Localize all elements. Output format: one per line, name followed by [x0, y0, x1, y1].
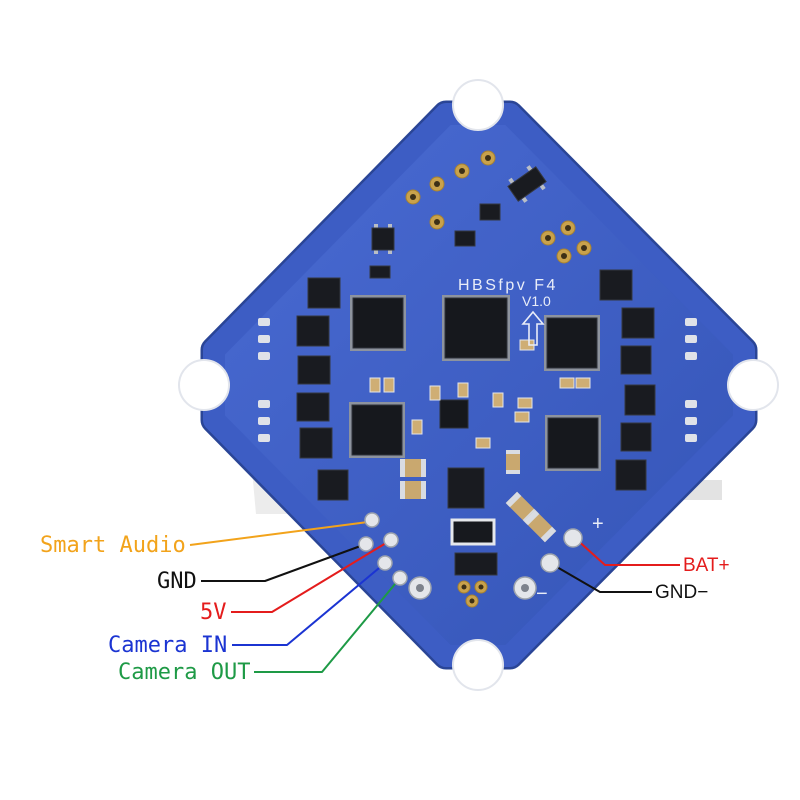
transistor [479, 203, 501, 221]
smart-audio-pad [364, 512, 380, 528]
camera-out-pad [392, 570, 408, 586]
mosfets-right [599, 269, 656, 491]
mosfets-left [296, 277, 349, 501]
label-5v: 5V [200, 600, 227, 625]
pinout-lines [189, 521, 680, 673]
board-model-text: HBSfpv F4 [458, 277, 558, 294]
ic-chip [544, 315, 600, 371]
transistor [454, 230, 476, 247]
silk-minus-mark: − [536, 583, 548, 605]
mounting-hole-notch-right [727, 359, 779, 411]
motor-pads [408, 576, 537, 600]
gnd-minus-pad [540, 553, 560, 573]
5v-pad [383, 532, 399, 548]
regulator [371, 224, 395, 254]
small-components-top [369, 165, 547, 279]
mounting-hole-notch-left [178, 359, 230, 411]
ic-chip [350, 295, 406, 351]
mosfet [317, 469, 349, 501]
mcu-chip [442, 295, 510, 361]
capacitor-black [450, 518, 496, 546]
label-gnd: GND [157, 569, 197, 594]
ic-chip [349, 402, 405, 458]
mosfet [296, 392, 330, 422]
ic-chip-small [439, 399, 469, 429]
capacitor [506, 450, 520, 474]
camera-in-pad [377, 555, 393, 571]
mosfet [296, 315, 330, 347]
ic-chip [545, 415, 601, 471]
mosfet [307, 277, 341, 309]
silkscreen: HBSfpv F4 V1.0 + − [458, 277, 604, 605]
label-camera-out: Camera OUT [118, 660, 250, 685]
camera-out-line [254, 577, 401, 673]
smd-resistors [369, 339, 591, 449]
silk-plus-mark: + [592, 513, 604, 535]
edge-pads-right [685, 318, 697, 442]
gnd-pad [358, 536, 374, 552]
mosfet [620, 422, 652, 452]
flight-controller-board [178, 79, 779, 691]
mounting-hole-notch-bottom [452, 639, 504, 691]
label-camera-in: Camera IN [108, 633, 227, 658]
board-version-text: V1.0 [522, 293, 551, 309]
capacitor [400, 481, 426, 499]
pinout-labels-right: BAT+ GND− [655, 555, 730, 603]
ic-chips [349, 295, 601, 509]
bat-plus-line [574, 537, 680, 566]
gnd-line [201, 543, 367, 582]
gnd-minus-line [549, 562, 652, 593]
capacitors [400, 450, 557, 576]
mosfet [299, 427, 333, 459]
capacitor [523, 509, 557, 543]
orientation-arrow-icon [521, 310, 545, 346]
regulator-rotated [507, 165, 547, 203]
label-smart-audio: Smart Audio [40, 533, 186, 558]
mosfet [621, 307, 655, 339]
regulator-bottom [454, 552, 498, 576]
mosfet [599, 269, 633, 301]
mounting-hole-notch-top [452, 79, 504, 131]
through-hole-pads [405, 150, 592, 608]
transistor [369, 265, 391, 279]
mosfet [615, 459, 647, 491]
camera-in-line [232, 562, 386, 646]
smart-audio-line [189, 521, 369, 546]
pinout-labels-left: Smart Audio GND 5V Camera IN Camera OUT [40, 533, 250, 685]
mosfet [297, 355, 331, 385]
mosfet-center [447, 467, 485, 509]
capacitor [400, 459, 426, 477]
mosfet [620, 345, 652, 375]
bat-plus-pad [563, 528, 583, 548]
edge-pads-left [258, 318, 270, 442]
label-gnd-minus: GND− [655, 582, 708, 603]
mosfet [624, 384, 656, 416]
wire-pads [358, 512, 583, 586]
label-bat-plus: BAT+ [683, 555, 730, 576]
5v-line [231, 539, 392, 613]
